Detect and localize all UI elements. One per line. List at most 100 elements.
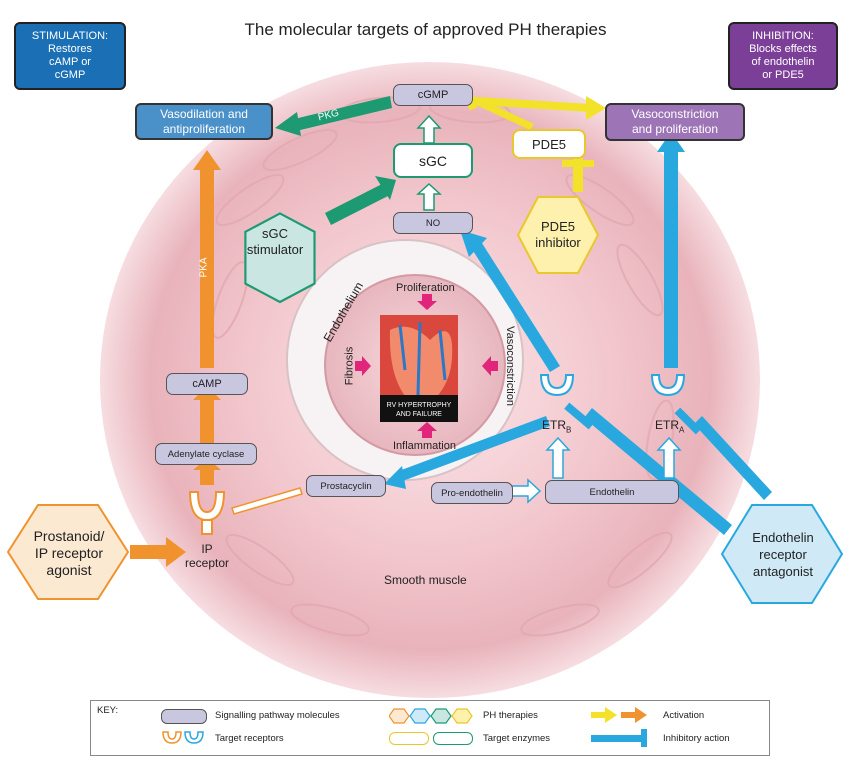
inhibition-line-1: INHIBITION: bbox=[752, 30, 814, 42]
smooth-muscle-label: Smooth muscle bbox=[384, 573, 467, 587]
pka-label: PKA bbox=[198, 257, 210, 278]
pde5-enzyme: PDE5 bbox=[512, 129, 586, 159]
vasodilation-line-1: Vasodilation and bbox=[160, 106, 248, 121]
key-therapies-swatch bbox=[389, 708, 473, 724]
proliferation-label: Proliferation bbox=[396, 282, 455, 294]
pde5-inhibitor-bar bbox=[562, 160, 594, 167]
era-line-2: receptor bbox=[759, 546, 807, 562]
era-line-3: antagonist bbox=[753, 563, 813, 579]
sgc-stimulator-arrow bbox=[325, 184, 388, 225]
pkg-arrow-head bbox=[275, 112, 301, 136]
etrb-label: ETRB bbox=[542, 418, 571, 434]
prostanoid-hex bbox=[6, 504, 130, 600]
etrb-no-arrow-head bbox=[460, 230, 487, 257]
era-hex bbox=[720, 504, 844, 604]
key-panel: KEY: Signalling pathway molecules Target… bbox=[90, 700, 770, 756]
adenylate-camp-arrow bbox=[200, 395, 214, 443]
etrb-subscript: B bbox=[566, 425, 572, 435]
key-inhibitory-swatch bbox=[591, 729, 647, 747]
etrb-receptor-icon bbox=[539, 374, 575, 397]
sgc-stimulator-hex bbox=[244, 212, 316, 304]
key-signalling-label: Signalling pathway molecules bbox=[215, 710, 340, 721]
endothelin-molecule: Endothelin bbox=[545, 480, 679, 504]
endothelin-etra-arrow bbox=[656, 436, 682, 479]
pde5-activation-arrow-head bbox=[586, 96, 606, 120]
adenylate-cyclase-molecule: Adenylate cyclase bbox=[155, 443, 257, 465]
rv-caption: RV HYPERTROPHY AND FAILURE bbox=[380, 398, 458, 422]
fibrosis-label: Fibrosis bbox=[343, 346, 356, 386]
etra-vasoconstriction-arrow-head bbox=[657, 132, 685, 152]
endothelin-etrb-arrow bbox=[545, 436, 571, 479]
key-receptor-swatch bbox=[162, 731, 204, 744]
inhibition-line-3: of endothelin bbox=[751, 56, 815, 68]
vasoconstriction-line-2: and proliferation bbox=[631, 122, 719, 136]
key-enzyme-yellow-swatch bbox=[389, 732, 429, 745]
sgc-stimulator-arrow-head bbox=[375, 176, 396, 200]
stimulation-line-2: Restores bbox=[47, 43, 93, 55]
prostacyclin-ip-arrow bbox=[231, 487, 303, 515]
etrb-no-arrow bbox=[470, 240, 560, 372]
camp-molecule: cAMP bbox=[166, 373, 248, 395]
vasoconstriction-center-label: Vasoconstriction bbox=[503, 326, 516, 406]
prostanoid-line-1: Prostanoid/ bbox=[33, 527, 105, 544]
prostanoid-activation-arrow-head bbox=[166, 537, 186, 567]
stimulation-line-4: cGMP bbox=[54, 69, 86, 81]
era-etra-inhibit-bar bbox=[674, 407, 702, 435]
pde5-inhibitor-line-2: inhibitor bbox=[535, 235, 581, 250]
vasoconstriction-line-1: Vasoconstriction bbox=[631, 107, 719, 121]
sgc-enzyme: sGC bbox=[393, 143, 473, 178]
etrb-prostacyclin-arrow bbox=[396, 416, 550, 482]
etra-subscript: A bbox=[679, 425, 685, 435]
era-line-1: Endothelin bbox=[752, 529, 814, 545]
prostanoid-line-3: agonist bbox=[46, 561, 92, 578]
ip-receptor-icon bbox=[188, 491, 226, 522]
no-molecule: NO bbox=[393, 212, 473, 234]
sgc-stimulator-label: sGC stimulator bbox=[230, 222, 320, 262]
pro-endothelin-molecule: Pro-endothelin bbox=[431, 482, 513, 504]
etrb-prostacyclin-arrow-head bbox=[384, 466, 406, 489]
prostacyclin-molecule: Prostacyclin bbox=[306, 475, 386, 497]
rv-caption-box bbox=[380, 395, 458, 422]
center-pressure-arrows bbox=[355, 294, 498, 438]
etra-receptor-icon bbox=[650, 374, 686, 397]
no-sgc-arrow bbox=[416, 182, 442, 211]
era-etra-inhibit bbox=[694, 416, 772, 500]
heart-vessels bbox=[398, 321, 447, 396]
key-inhibitory-label: Inhibitory action bbox=[663, 733, 730, 744]
key-activation-label: Activation bbox=[663, 710, 705, 721]
sgc-stimulator-line-2: stimulator bbox=[246, 242, 304, 257]
stimulation-line-1: STIMULATION: bbox=[31, 30, 109, 42]
etrb-text: ETR bbox=[542, 418, 566, 432]
pde5-cgmp-inhibit bbox=[470, 96, 534, 130]
stimulation-line-3: cAMP or bbox=[49, 56, 91, 68]
pde5-inhibitor-arrow bbox=[573, 158, 583, 192]
key-therapies-label: PH therapies bbox=[483, 710, 538, 721]
prostanoid-activation-arrow bbox=[130, 545, 168, 559]
vasoconstriction-box: Vasoconstriction and proliferation bbox=[605, 103, 745, 141]
rv-line-2: AND FAILURE bbox=[396, 411, 442, 418]
ip-receptor-stem bbox=[201, 519, 213, 535]
pkg-arrow bbox=[290, 96, 392, 132]
etra-text: ETR bbox=[655, 418, 679, 432]
etra-vasoconstriction-arrow bbox=[664, 148, 678, 368]
sgc-cgmp-arrow bbox=[416, 114, 442, 144]
ip-receptor-line-1: IP bbox=[201, 542, 213, 556]
inhibition-box: INHIBITION: Blocks effects of endothelin… bbox=[728, 22, 838, 90]
vasodilation-line-2: antiproliferation bbox=[162, 121, 246, 136]
pka-arrow bbox=[200, 168, 214, 368]
key-receptors-label: Target receptors bbox=[215, 733, 284, 744]
prostanoid-line-2: IP receptor bbox=[34, 544, 104, 561]
era-etrb-inhibit bbox=[584, 408, 732, 535]
era-label: Endothelin receptor antagonist bbox=[725, 528, 841, 580]
diagram-title: The molecular targets of approved PH the… bbox=[244, 20, 607, 39]
muscle-cell-pattern bbox=[211, 96, 675, 637]
inhibition-line-2: Blocks effects bbox=[749, 43, 817, 55]
pde5-activation-arrow bbox=[478, 97, 590, 112]
rv-line-1: RV HYPERTROPHY bbox=[386, 402, 452, 409]
stimulation-box: STIMULATION: Restores cAMP or cGMP bbox=[14, 22, 126, 90]
era-etrb-inhibit-bar bbox=[564, 402, 594, 430]
cgmp-molecule: cGMP bbox=[393, 84, 473, 106]
ip-receptor-label: IP receptor bbox=[176, 540, 238, 572]
